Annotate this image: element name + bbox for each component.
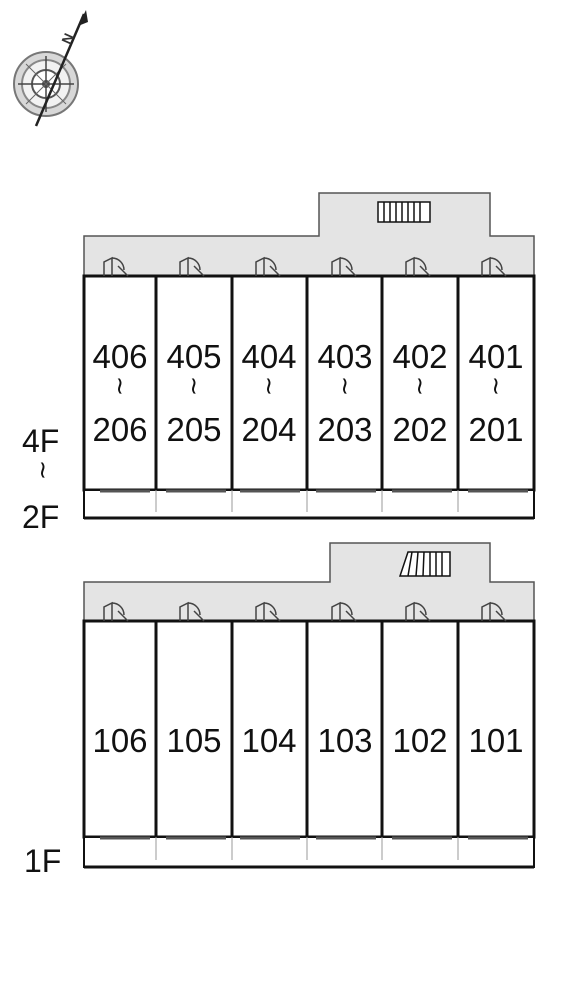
door-icon — [331, 601, 357, 622]
unit-label-sep: ~ — [106, 376, 134, 396]
north-arrow-icon — [34, 13, 86, 127]
unit-label: 103 — [317, 722, 372, 759]
unit-label-bottom: 201 — [468, 411, 523, 448]
door-icon — [405, 256, 431, 277]
unit-label-sep: ~ — [482, 376, 510, 396]
unit-label-bottom: 203 — [317, 411, 372, 448]
floor-label-top: 4F — [22, 423, 59, 459]
door-icon — [331, 256, 357, 277]
unit-label-bottom: 205 — [166, 411, 221, 448]
floor-label-sep: ~ — [29, 460, 57, 480]
door-icon — [179, 256, 205, 277]
north-label: N — [58, 31, 77, 47]
unit-label: 105 — [166, 722, 221, 759]
door-icon — [179, 601, 205, 622]
unit-label-top: 403 — [317, 338, 372, 375]
unit-label-sep: ~ — [180, 376, 208, 396]
upper-stairs-icon — [377, 201, 431, 223]
door-icon — [103, 601, 129, 622]
unit-label: 106 — [92, 722, 147, 759]
floor-label-1f: 1F — [24, 843, 61, 879]
upper-corridor — [83, 192, 535, 277]
door-icon — [255, 601, 281, 622]
unit-label-top: 405 — [166, 338, 221, 375]
upper-block: 406 ~ 206 405 ~ 205 404 ~ 204 403 ~ 203 … — [22, 192, 536, 535]
unit-label: 101 — [468, 722, 523, 759]
lower-stairs-icon — [398, 551, 451, 577]
unit-label-bottom: 204 — [241, 411, 296, 448]
door-icon — [103, 256, 129, 277]
unit-label-bottom: 206 — [92, 411, 147, 448]
unit-label-top: 406 — [92, 338, 147, 375]
door-icon — [481, 256, 507, 277]
floor-label-bottom: 2F — [22, 499, 59, 535]
door-icon — [255, 256, 281, 277]
lower-corridor — [83, 542, 535, 622]
unit-label-bottom: 202 — [392, 411, 447, 448]
unit-label: 102 — [392, 722, 447, 759]
unit-label-top: 401 — [468, 338, 523, 375]
north-arrow-head-icon — [78, 10, 88, 26]
unit-label-sep: ~ — [255, 376, 283, 396]
compass-icon: N — [13, 10, 88, 127]
door-icon — [481, 601, 507, 622]
lower-block: 106 105 104 103 102 101 1F — [24, 542, 536, 879]
unit-label-sep: ~ — [331, 376, 359, 396]
unit-label-top: 404 — [241, 338, 296, 375]
lower-balcony — [83, 836, 535, 868]
unit-label-sep: ~ — [406, 376, 434, 396]
unit-label-top: 402 — [392, 338, 447, 375]
unit-label: 104 — [241, 722, 296, 759]
door-icon — [405, 601, 431, 622]
upper-balcony — [83, 489, 535, 519]
